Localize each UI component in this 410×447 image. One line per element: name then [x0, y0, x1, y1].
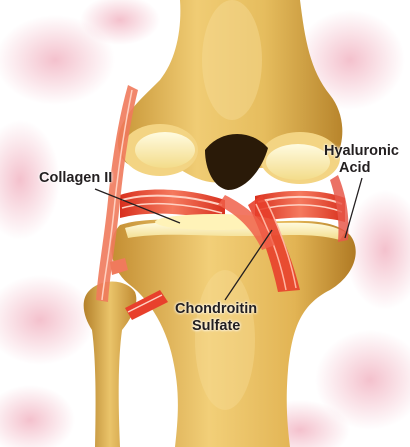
chondroitin-label-line1: Chondroitin	[175, 301, 257, 318]
chondroitin-label-line2: Sulfate	[192, 318, 240, 335]
collagen-label: Collagen II	[39, 170, 112, 187]
hyaluronic-label-line2: Acid	[339, 160, 370, 177]
hyaluronic-label-line1: Hyaluronic	[324, 143, 399, 160]
